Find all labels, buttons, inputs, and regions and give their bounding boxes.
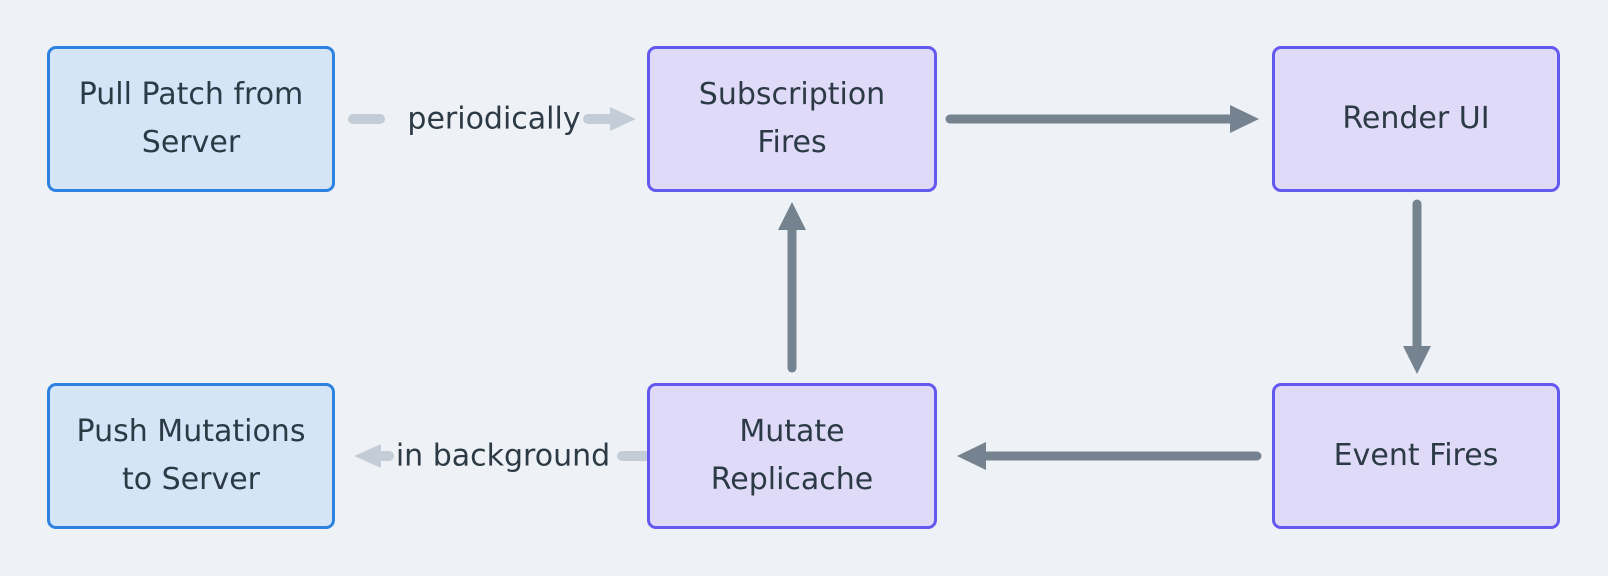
node-pull-patch-label: Pull Patch from Server <box>78 77 304 160</box>
arrow-event-to-mutate <box>957 442 1262 470</box>
node-mutate-replicache-label: Mutate Replicache <box>710 414 874 497</box>
node-subscription-fires: Subscription Fires <box>647 46 937 192</box>
arrow-subscription-to-render <box>945 105 1259 133</box>
arrow-mutate-to-subscription <box>778 202 806 373</box>
node-mutate-replicache: Mutate Replicache <box>647 383 937 529</box>
node-push-mutations-label: Push Mutations to Server <box>76 414 306 497</box>
node-push-mutations-to-server: Push Mutations to Server <box>47 383 335 529</box>
arrow-render-to-event <box>1403 199 1431 374</box>
edge-label-periodically: periodically <box>407 101 581 137</box>
edge-label-in-background: in background <box>395 438 611 474</box>
node-event-fires: Event Fires <box>1272 383 1560 529</box>
arrow-inbackground-to-push <box>354 444 394 468</box>
node-render-ui: Render UI <box>1272 46 1560 192</box>
node-pull-patch-from-server: Pull Patch from Server <box>47 46 335 192</box>
node-event-fires-label: Event Fires <box>1333 438 1499 473</box>
arrow-periodically-to-subscription <box>583 107 636 131</box>
node-subscription-fires-label: Subscription Fires <box>698 77 886 160</box>
node-render-ui-label: Render UI <box>1342 101 1490 136</box>
